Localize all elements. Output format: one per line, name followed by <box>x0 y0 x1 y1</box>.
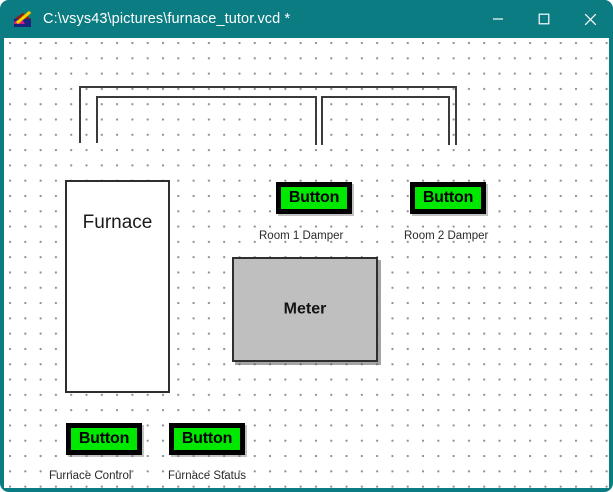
close-icon[interactable] <box>567 0 613 38</box>
block-meter-label: Meter <box>283 300 327 318</box>
wire-inner-left-horizontal <box>96 96 317 98</box>
block-furnace-label: Furnace <box>82 212 153 233</box>
button-furnace-control-label: Button <box>78 430 130 447</box>
button-room-1-damper[interactable]: Button <box>276 182 352 214</box>
caption-furnace-status: Furnace Status <box>168 470 246 482</box>
block-furnace[interactable]: Furnace <box>65 180 170 393</box>
button-furnace-control-face: Button <box>71 428 137 450</box>
title-bar[interactable]: C:\vsys43\pictures\furnace_tutor.vcd * <box>0 0 613 38</box>
button-room-2-damper-label: Button <box>422 189 474 206</box>
window-title: C:\vsys43\pictures\furnace_tutor.vcd * <box>43 11 291 27</box>
button-furnace-status-label: Button <box>181 430 233 447</box>
button-furnace-status[interactable]: Button <box>169 423 245 455</box>
button-furnace-status-face: Button <box>174 428 240 450</box>
button-room-2-damper-face: Button <box>415 187 481 209</box>
paint-app-icon <box>13 10 33 28</box>
caption-room-1-damper: Room 1 Damper <box>259 230 344 242</box>
wire-inner-left-drop <box>315 96 317 145</box>
window-controls <box>475 0 613 38</box>
button-room-2-damper[interactable]: Button <box>410 182 486 214</box>
minimize-icon[interactable] <box>475 0 521 38</box>
button-room-1-damper-label: Button <box>288 189 340 206</box>
button-furnace-control[interactable]: Button <box>66 423 142 455</box>
wire-inner-right-drop <box>448 96 450 145</box>
wire-inner-right-horizontal <box>321 96 450 98</box>
caption-room-2-damper: Room 2 Damper <box>404 230 489 242</box>
block-meter[interactable]: Meter <box>232 257 378 362</box>
maximize-icon[interactable] <box>521 0 567 38</box>
wire-inner-right-up <box>321 96 323 145</box>
button-room-1-damper-face: Button <box>281 187 347 209</box>
wire-outer-right-vertical <box>455 86 457 145</box>
wire-outer-top-horizontal <box>79 86 457 88</box>
wire-outer-left-vertical <box>79 86 81 143</box>
diagram-canvas[interactable]: Furnace Meter Button Room 1 Damper Butto… <box>4 38 609 488</box>
wire-inner-left-vertical <box>96 96 98 143</box>
caption-furnace-control: Furnace Control <box>49 470 132 482</box>
